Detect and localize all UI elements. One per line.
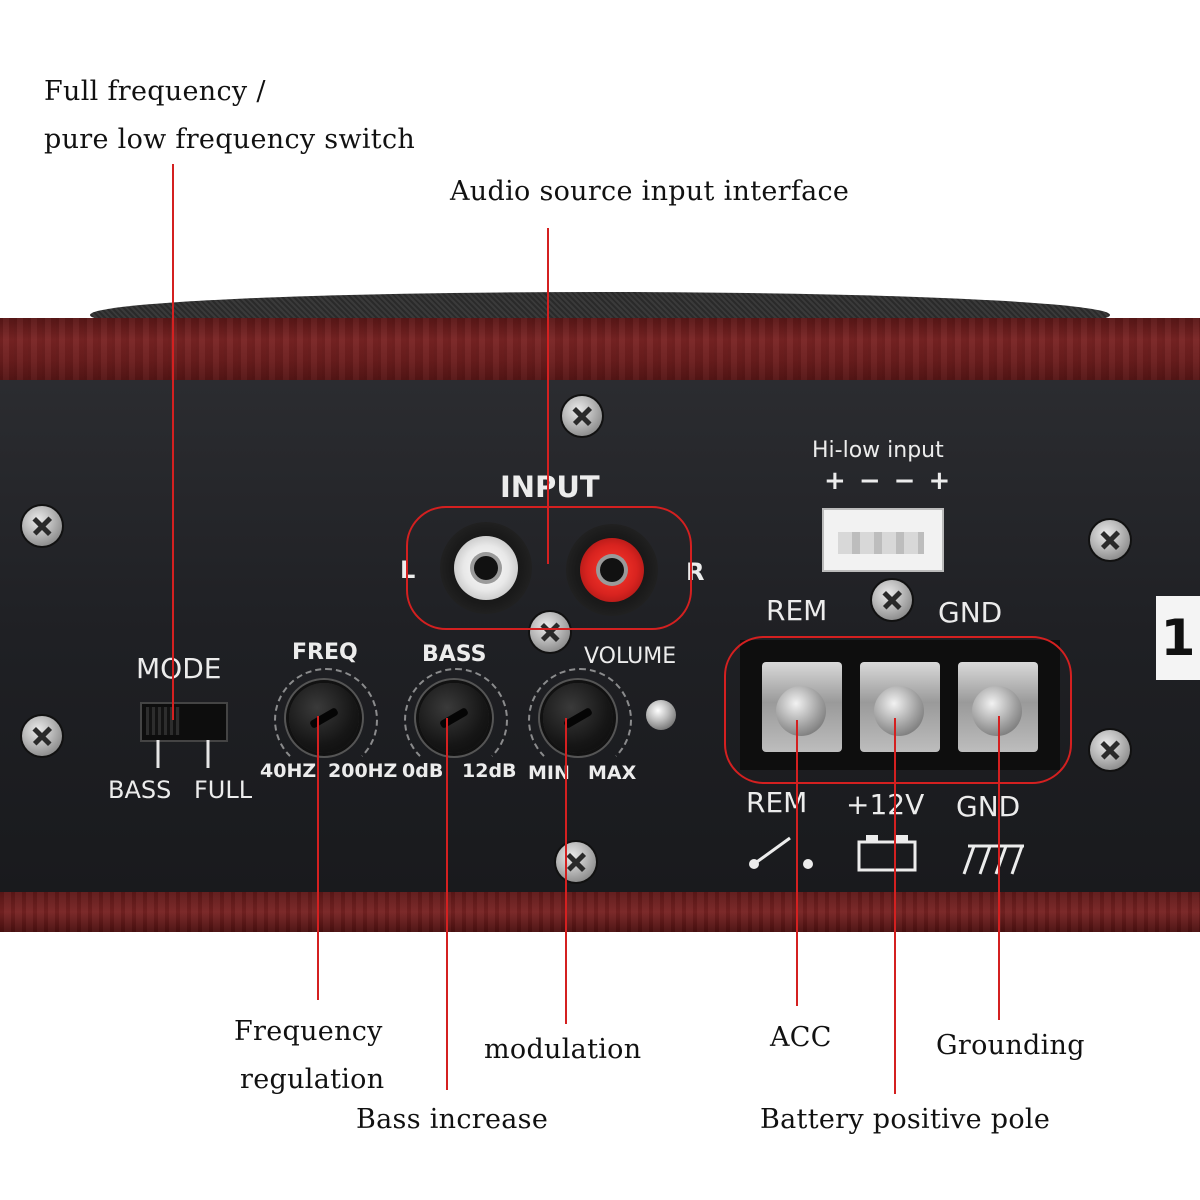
grounding-leader xyxy=(998,716,1000,1020)
volume-max-label: MAX xyxy=(588,762,637,784)
freq-min-label: 40HZ xyxy=(260,760,317,782)
bass-max-label: 12dB xyxy=(462,760,517,782)
rem-top-label: REM xyxy=(766,594,828,627)
wood-trim-bottom xyxy=(0,892,1200,932)
rem-bottom-label: REM xyxy=(746,786,808,819)
screw-icon xyxy=(562,396,602,436)
battery-positive-caption: Battery positive pole xyxy=(760,1104,1051,1135)
freq-max-label: 200HZ xyxy=(328,760,398,782)
bass-min-label: 0dB xyxy=(402,760,444,782)
mode-switch-caption-line2: pure low frequency switch xyxy=(44,124,416,155)
screw-icon xyxy=(1090,730,1130,770)
audio-input-caption: Audio source input interface xyxy=(450,176,850,207)
plus12v-terminal[interactable] xyxy=(860,662,940,752)
mode-switch-caption-line1: Full frequency / xyxy=(44,76,266,107)
bass-scale xyxy=(404,668,508,772)
frequency-caption-line1: Frequency xyxy=(234,1016,383,1047)
screw-icon xyxy=(1090,520,1130,560)
plus12v-label: +12V xyxy=(846,788,925,821)
rca-left-jack[interactable] xyxy=(440,522,532,614)
hi-low-polarity: + − − + xyxy=(824,466,953,496)
rem-terminal[interactable] xyxy=(762,662,842,752)
modulation-caption: modulation xyxy=(484,1034,642,1065)
battery-icon xyxy=(857,835,917,872)
rca-right-jack[interactable] xyxy=(566,524,658,616)
bass-knob[interactable] xyxy=(419,683,489,753)
frequency-caption-line2: regulation xyxy=(240,1064,385,1095)
volume-min-label: MIN xyxy=(528,762,570,784)
frequency-leader xyxy=(317,716,319,1000)
bass-leader xyxy=(446,718,448,1090)
power-terminal-block xyxy=(740,640,1060,770)
mode-switch-leader xyxy=(172,164,174,720)
freq-label: FREQ xyxy=(292,640,358,665)
audio-input-leader xyxy=(547,228,549,564)
input-label: INPUT xyxy=(500,470,600,504)
acc-caption: ACC xyxy=(770,1022,832,1053)
screw-icon xyxy=(22,506,62,546)
rem-switch-icon xyxy=(749,836,813,869)
modulation-leader xyxy=(565,718,567,1024)
terminal-callout xyxy=(724,636,1072,784)
gnd-top-label: GND xyxy=(938,596,1003,629)
volume-scale xyxy=(528,668,632,772)
power-led xyxy=(646,700,676,730)
hi-low-input-connector[interactable] xyxy=(822,508,944,572)
mode-label: MODE xyxy=(136,652,222,685)
mode-switch[interactable] xyxy=(140,702,228,742)
screw-icon xyxy=(22,716,62,756)
mode-full-label: FULL xyxy=(194,776,253,804)
bass-increase-caption: Bass increase xyxy=(356,1104,549,1135)
screw-icon xyxy=(556,842,596,882)
side-label: 1 xyxy=(1156,596,1200,680)
bass-knob-label: BASS xyxy=(422,642,487,667)
screw-icon xyxy=(872,580,912,620)
volume-label: VOLUME xyxy=(584,644,677,669)
gnd-bottom-label: GND xyxy=(956,790,1021,823)
hi-low-input-label: Hi-low input xyxy=(812,438,944,463)
mode-bass-label: BASS xyxy=(108,776,172,804)
freq-scale xyxy=(274,668,378,772)
grounding-caption: Grounding xyxy=(936,1030,1085,1061)
screw-icon xyxy=(530,612,570,652)
ground-icon xyxy=(962,844,1024,875)
wood-trim-top xyxy=(0,318,1200,390)
acc-leader xyxy=(796,720,798,1006)
freq-knob[interactable] xyxy=(289,683,359,753)
mode-switch-markers xyxy=(156,740,210,768)
battery-leader xyxy=(894,718,896,1094)
volume-knob[interactable] xyxy=(543,683,613,753)
input-callout xyxy=(406,506,692,630)
